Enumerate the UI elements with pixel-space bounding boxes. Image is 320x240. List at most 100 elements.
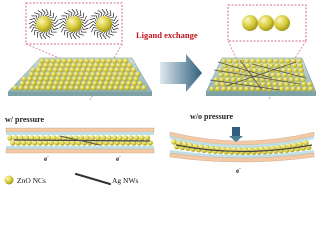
ligand-chain	[81, 26, 89, 31]
electron-label-left-2: e-	[116, 155, 121, 163]
zno-nanocrystal	[97, 67, 103, 73]
zno-nanocrystal	[131, 140, 137, 146]
ligand-chain	[42, 31, 47, 40]
zno-nanocrystal	[51, 71, 57, 78]
zno-nanocrystal	[135, 85, 141, 91]
zno-nanocrystal	[36, 67, 42, 73]
zno-nanocrystal	[296, 58, 302, 64]
zno-nanocrystal	[73, 58, 79, 64]
zno-nanocrystal	[75, 80, 81, 86]
zno-nanocrystal	[21, 140, 27, 146]
zno-nanocrystal	[104, 62, 111, 69]
zno-nanocrystal	[30, 67, 36, 73]
electron-label-right: e-	[236, 167, 241, 175]
zno-nanocrystal	[131, 80, 137, 86]
zno-nanocrystal	[38, 76, 44, 82]
zno-nanocrystal	[99, 76, 106, 82]
zno-nanocrystal	[49, 76, 55, 82]
zno-nanocrystal	[291, 63, 298, 69]
zno-nanocrystal	[47, 80, 54, 86]
zno-nanocrystal	[30, 80, 37, 86]
zno-nanocrystal	[244, 86, 250, 92]
zno-nanocrystal	[98, 140, 104, 146]
zno-nanocrystal	[65, 140, 71, 146]
zno-nanocrystal	[120, 67, 126, 73]
zno-nanocrystal	[295, 81, 301, 87]
zno-nanocrystal	[15, 140, 21, 146]
zno-nanocrystal	[307, 81, 313, 87]
ligand-chain	[50, 28, 57, 33]
zno-nanocrystal	[238, 86, 244, 92]
zno-nanocrystal	[45, 135, 52, 141]
zno-nanocrystal	[58, 67, 64, 73]
zno-nanocrystal	[71, 62, 77, 69]
ligand-chain	[48, 30, 54, 36]
zno-nanocrystal	[54, 140, 60, 146]
zno-nanocrystal	[29, 135, 35, 141]
zno-nanocrystal	[114, 140, 120, 146]
zno-nanocrystal	[57, 85, 63, 91]
zno-nanocrystal	[123, 71, 130, 78]
zno-nanocrystal	[123, 58, 129, 64]
ligand-chain	[29, 17, 37, 22]
zno-nanocrystal	[226, 86, 233, 92]
ligand-chain	[59, 17, 67, 22]
zno-nanocrystal	[37, 140, 43, 146]
zno-nanocrystal	[292, 67, 299, 73]
ligand-chain	[104, 9, 109, 17]
zno-nanocrystal	[141, 85, 147, 91]
zno-nanocrystal	[298, 67, 304, 73]
zno-nanocrystal	[10, 140, 16, 146]
zno-nanocrystal	[32, 76, 38, 82]
zno-nanocrystal	[122, 135, 129, 141]
zno-nanocrystal	[103, 80, 109, 86]
ligand-chain	[50, 15, 57, 21]
zno-nanocrystal	[34, 135, 41, 141]
zno-nanocrystal	[125, 140, 131, 146]
zno-nanocrystal	[39, 71, 46, 78]
zno-nanocrystal	[144, 135, 151, 141]
zno-nanocrystal	[70, 80, 76, 86]
ligand-chain	[111, 26, 119, 31]
zno-nanocrystal	[41, 67, 47, 73]
ligand-chain	[81, 19, 89, 25]
ligand-capped-nanocrystal	[66, 16, 82, 32]
zno-nanocrystal	[85, 85, 91, 91]
zno-nanocrystal	[221, 86, 227, 92]
zno-nanocrystal	[209, 86, 215, 92]
ligand-chain	[44, 9, 49, 17]
zno-nanocrystal	[34, 85, 41, 91]
zno-nanocrystal	[27, 76, 33, 82]
zno-nanocrystal	[283, 76, 289, 83]
zno-nanocrystal	[120, 80, 126, 86]
zno-nanocrystal	[45, 58, 51, 64]
cross-section-with-pressure: e- e-	[5, 127, 155, 163]
zno-nanocrystal	[290, 86, 296, 92]
ligand-chain	[61, 15, 68, 20]
zno-nanocrystal	[7, 135, 13, 141]
zno-nanocrystal	[62, 71, 68, 78]
zno-nanocrystal	[65, 62, 71, 69]
ligand-chain	[80, 15, 87, 21]
zno-nanocrystal	[250, 86, 256, 92]
ligand-chain	[105, 31, 111, 38]
zno-nanocrystal	[48, 62, 55, 69]
ligand-chain	[64, 12, 70, 18]
zno-nanocrystal	[107, 71, 113, 78]
zno-nanocrystal	[135, 71, 141, 78]
zno-nanocrystal	[64, 67, 70, 73]
zno-nanocrystal	[52, 67, 59, 73]
ligand-chain	[29, 23, 37, 29]
zno-nanocrystal	[285, 58, 291, 64]
zno-nanocrystal	[282, 72, 288, 78]
zno-nanocrystal	[301, 81, 307, 87]
schematic-figure: Ligand exchange w/ pressure w/o pressure…	[4, 2, 317, 186]
ag-nanowire	[217, 61, 273, 79]
zno-nanocrystal	[82, 62, 88, 69]
zno-nanocrystal	[55, 76, 61, 82]
zno-nanocrystal	[142, 140, 148, 146]
zno-nanocrystal	[112, 58, 118, 64]
zno-nanocrystal	[79, 71, 85, 78]
zno-nanocrystal	[287, 72, 294, 78]
zno-nanocrystal	[182, 141, 188, 148]
